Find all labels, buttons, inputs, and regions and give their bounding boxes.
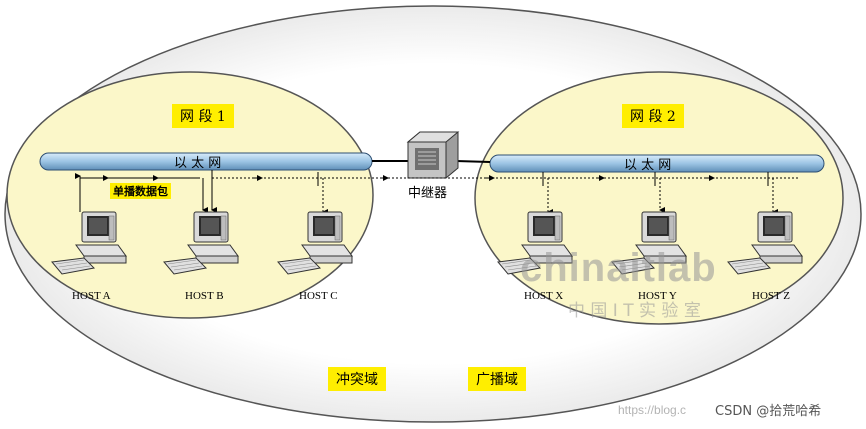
ethernet2-label: 以 太 网 [624, 158, 672, 173]
host-label: HOST Z [752, 290, 790, 302]
host-label: HOST B [185, 290, 224, 302]
broadcast-domain-label: 广播域 [468, 367, 526, 391]
collision-domain-label: 冲突域 [328, 367, 386, 391]
watermark-logo: chinaitlab [520, 246, 717, 290]
host-label: HOST X [524, 290, 564, 302]
host-label: HOST Y [638, 290, 677, 302]
ethernet1-label: 以 太 网 [174, 156, 222, 171]
unicast-flow [75, 170, 217, 213]
credit-text: CSDN @拾荒哈希 [715, 404, 822, 419]
credit-url: https://blog.c [618, 403, 687, 417]
propagation-flow [212, 177, 800, 215]
segment2-label: 网 段 2 [622, 104, 684, 128]
host-label: HOST A [72, 290, 111, 302]
ethernet2-cable [489, 154, 825, 173]
repeater-label: 中继器 [408, 186, 448, 201]
segment1-label: 网 段 1 [172, 104, 234, 128]
host-label: HOST C [299, 290, 338, 302]
unicast-packet-label: 单播数据包 [110, 183, 171, 199]
repeater-icon [406, 131, 460, 179]
watermark-cn: 中 国 I T 实 验 室 [568, 301, 701, 321]
